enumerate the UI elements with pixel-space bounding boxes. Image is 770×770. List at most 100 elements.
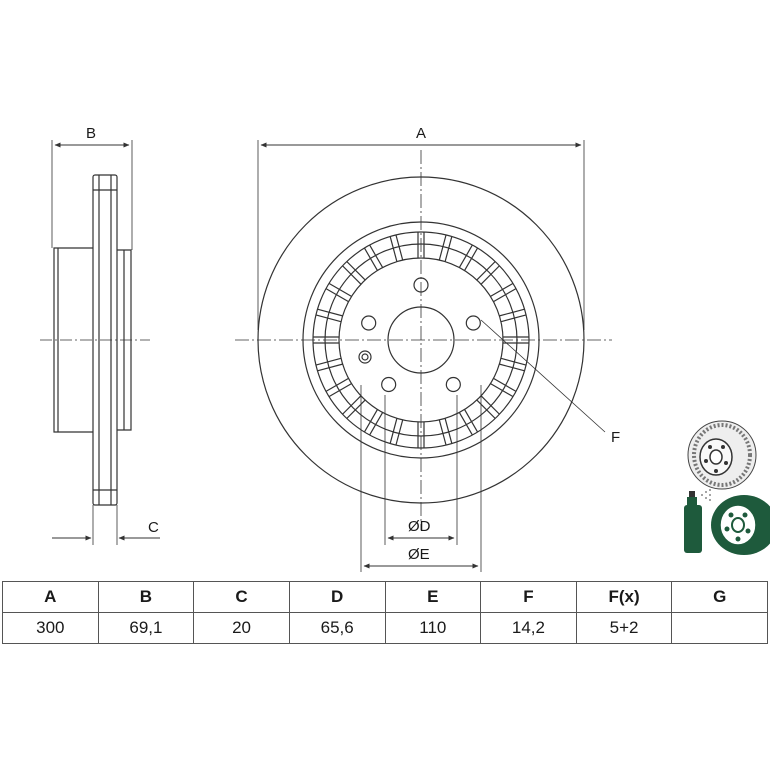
vane-edge [369,244,384,268]
vane-edge [490,282,514,297]
vane [499,357,527,372]
label-a: A [416,125,426,142]
vane-edge [363,409,378,433]
value-b: 69,1 [97,612,195,644]
vane-edge [315,314,342,323]
value-d: 65,6 [288,612,386,644]
vane-edge [438,419,447,446]
vane-edge [328,282,352,297]
vane [490,282,517,303]
vane [315,357,343,372]
vane-edge [315,357,342,366]
header-a: A [2,581,99,613]
vane-edge [328,383,352,398]
side-view [40,140,160,545]
vane-edge [444,418,453,444]
vane [342,261,366,285]
vane [499,308,527,323]
value-e: 110 [384,612,482,644]
spec-header-row: A B C D E F F(x) G [2,581,768,613]
vane-edge [389,236,398,262]
vane [325,282,352,303]
vane-edge [458,412,473,436]
vane [503,336,529,344]
vane-edge [480,265,500,285]
vane [315,308,343,323]
bolt-hole [381,376,397,393]
vane-edge [369,412,384,436]
vane-edge [458,244,473,268]
label-f: F [611,429,620,446]
vane-edge [493,377,517,392]
header-b: B [97,581,195,613]
vane-edge [346,399,366,419]
vane-edge [476,399,496,419]
bolt-holes [361,277,481,393]
vane-edge [325,377,349,392]
vane [389,418,404,446]
value-fx: 5+2 [575,612,673,644]
bolt-hole [445,376,461,393]
header-fx: F(x) [575,581,673,613]
vane-edge [476,261,496,281]
vane-edge [346,261,366,281]
value-f: 14,2 [480,612,577,644]
brake-disc-drawing: B C A F ØD ØE [40,125,770,572]
vane [458,409,479,436]
header-c: C [193,581,290,613]
vane [490,377,517,398]
header-d: D [288,581,386,613]
vane [342,395,366,419]
vane-edge [480,395,500,415]
cooling-vanes [313,232,529,448]
vane [325,377,352,398]
spec-table: A B C D E F F(x) G 300 69,1 20 65,6 110 … [2,581,768,644]
vane [476,395,500,419]
vane-edge [389,418,398,444]
label-e: ØE [408,546,430,563]
front-view [235,140,612,572]
label-d: ØD [408,518,431,535]
vane-edge [317,363,343,372]
vane [417,232,425,258]
vane-edge [395,234,404,261]
vane-edge [464,409,479,433]
vane [313,336,339,344]
label-c: C [148,519,159,536]
vane-edge [342,265,362,285]
vane-edge [464,247,479,271]
vane [389,234,404,262]
vane [363,409,384,436]
vane [363,244,384,271]
vane-edge [438,234,447,261]
vane [476,261,500,285]
vane-edge [499,363,525,372]
bolt-hole [465,315,481,331]
header-f: F [480,581,577,613]
vane-edge [317,308,343,317]
label-b: B [86,125,96,142]
bolt-hole [361,315,377,331]
spray-can-coated-disc-icon [684,489,770,555]
vane-edge [499,308,525,317]
disc-3d-thumbnail-icon [687,420,757,490]
vane-edge [363,247,378,271]
vane-edge [493,288,517,303]
vane-edge [500,314,527,323]
value-c: 20 [193,612,290,644]
vane [438,418,453,446]
vane-edge [444,236,453,262]
header-e: E [384,581,482,613]
value-a: 300 [2,612,99,644]
vane-edge [395,419,404,446]
vane [417,422,425,448]
bolt-hole [413,277,429,293]
spec-value-row: 300 69,1 20 65,6 110 14,2 5+2 [2,612,768,644]
vane [438,234,453,262]
value-g [671,612,768,644]
vane-edge [325,288,349,303]
vane-edge [500,357,527,366]
vane [458,244,479,271]
header-g: G [671,581,768,613]
vane-edge [342,395,362,415]
